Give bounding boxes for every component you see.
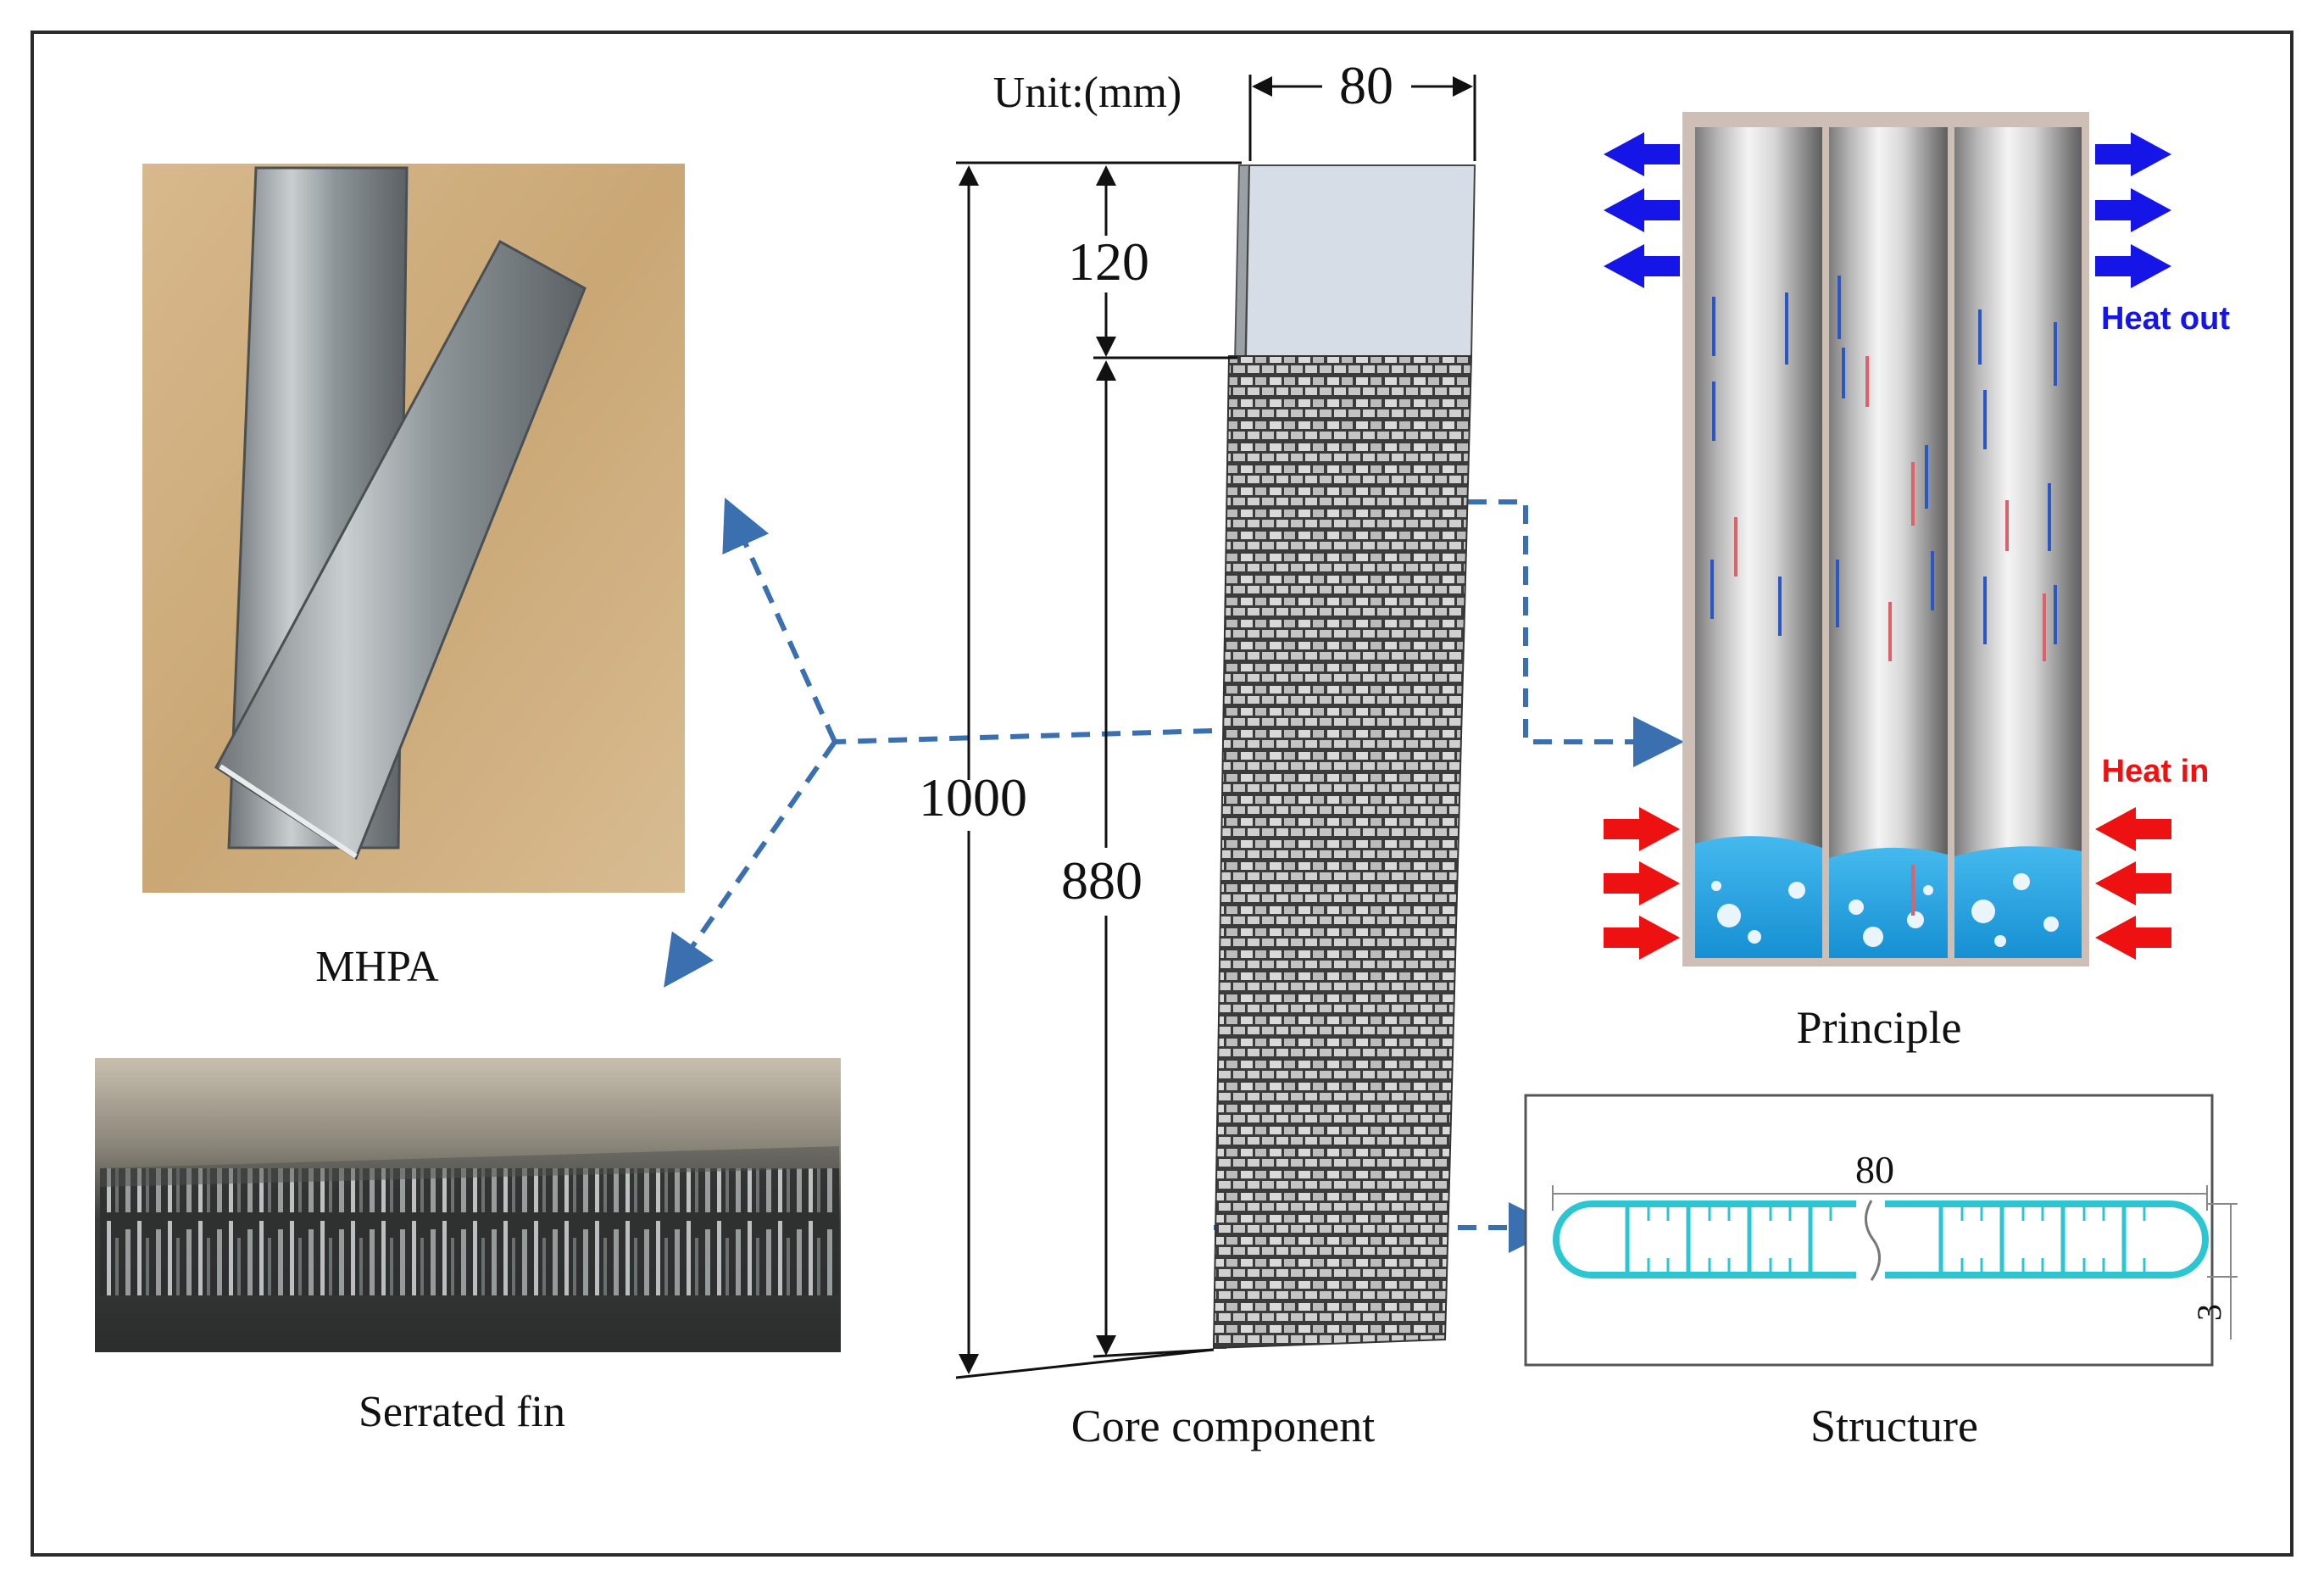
structure-dim-80: 80: [1855, 1148, 1894, 1191]
core-dimensions: [955, 75, 1476, 1379]
dim-finned-880: 880: [1061, 850, 1143, 911]
serrated-fin-photo: [95, 1058, 841, 1352]
mhpa-plate-right: [214, 239, 587, 861]
serrated-fin-caption: Serrated fin: [359, 1388, 565, 1436]
mhpa-photo: [142, 164, 685, 893]
core-bare-section: [1244, 164, 1476, 357]
core-finned-section: [1212, 355, 1473, 1350]
figure-frame: [31, 31, 2293, 1557]
flow-arrows-blue: [1710, 276, 2057, 644]
unit-label: Unit:(mm): [993, 69, 1181, 117]
heat-pipe-1: [1695, 127, 1822, 958]
structure-channel-walls: [1625, 1207, 2127, 1272]
principle-diagram: Heat out Heat in: [1604, 112, 2230, 966]
connector-to-core: [834, 728, 1213, 744]
core-caption: Core component: [1071, 1401, 1375, 1451]
vapor-bubbles: [1711, 873, 2059, 947]
structure-tube-outline: [1553, 1200, 2209, 1278]
structure-dim-lines: [1552, 1185, 2238, 1340]
heat-in-arrows: [1604, 807, 2171, 960]
heat-pipe-2: [1829, 127, 1948, 958]
liquid-pool-1: [1695, 836, 1822, 958]
dim-total-1000: 1000: [919, 767, 1027, 827]
liquid-pool-3: [1954, 846, 2082, 958]
heat-out-label: Heat out: [2101, 301, 2230, 337]
arrow-to-serrated-fin: [664, 740, 837, 988]
heat-pipe-3: [1954, 127, 2082, 958]
heat-in-label: Heat in: [2102, 754, 2210, 789]
dim-width-80: 80: [1339, 55, 1393, 115]
structure-micro-fins: [1647, 1207, 2146, 1272]
dim-top-120: 120: [1068, 231, 1149, 292]
liquid-pool-2: [1829, 847, 1948, 958]
principle-caption: Principle: [1797, 1002, 1962, 1053]
structure-dim-3: 3: [2190, 1304, 2228, 1321]
core-component: [1212, 164, 1476, 1350]
core-dimension-labels: Unit:(mm) 80 120 1000 880: [919, 55, 1393, 911]
heat-out-arrows: [1604, 132, 2171, 288]
arrow-to-mhpa: [722, 498, 837, 744]
structure-break-mark: [1865, 1200, 1881, 1281]
structure-diagram: 80 3: [1524, 1094, 2238, 1367]
mhpa-caption: MHPA: [315, 943, 439, 991]
flow-arrows-red: [1734, 356, 2046, 916]
structure-caption: Structure: [1810, 1401, 1978, 1451]
